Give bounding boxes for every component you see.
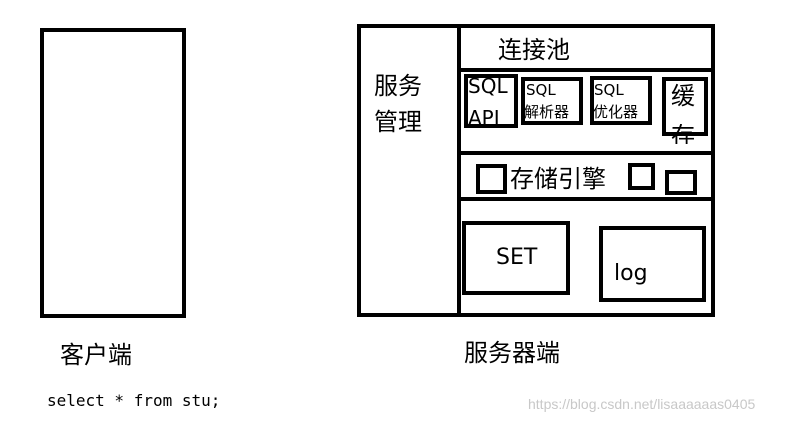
connection-pool-label: 连接池 (498, 36, 570, 64)
server-caption: 服务器端 (464, 339, 560, 367)
client-caption: 客户端 (60, 341, 132, 369)
cache-label-2: 存 (671, 124, 695, 144)
set-box (462, 221, 570, 295)
client-box (40, 28, 186, 318)
sql-api-label-1: SQL (468, 74, 508, 98)
service-management-label-2: 管理 (374, 108, 422, 136)
service-management-label-1: 服务 (374, 72, 422, 100)
storage-square-right (665, 170, 697, 195)
set-label: SET (496, 245, 538, 270)
cache-label-1: 缓 (671, 82, 695, 110)
watermark: https://blog.csdn.net/lisaaaaaas0405 (528, 396, 756, 412)
sql-api-label-2: API (468, 108, 500, 125)
sql-parser-label-1: SQL (526, 81, 556, 99)
sql-api-box (464, 74, 518, 128)
log-label: log (614, 261, 648, 286)
sql-optimizer-box (590, 76, 652, 125)
sql-optimizer-label-1: SQL (594, 81, 624, 99)
service-management-panel (357, 24, 461, 317)
sql-parser-label-2: 解析器 (524, 103, 570, 121)
storage-square-left (476, 164, 507, 194)
divider-below-storage (459, 197, 715, 201)
storage-square-middle (628, 163, 655, 190)
divider-above-storage (459, 151, 715, 155)
sql-optimizer-label-2: 优化器 (593, 103, 639, 121)
storage-engine-label: 存储引擎 (510, 165, 606, 193)
divider-under-connection-pool (459, 68, 715, 72)
cache-box (662, 77, 708, 136)
sql-parser-box (521, 77, 583, 125)
log-box (599, 226, 706, 302)
client-query: select * from stu; (47, 391, 221, 410)
